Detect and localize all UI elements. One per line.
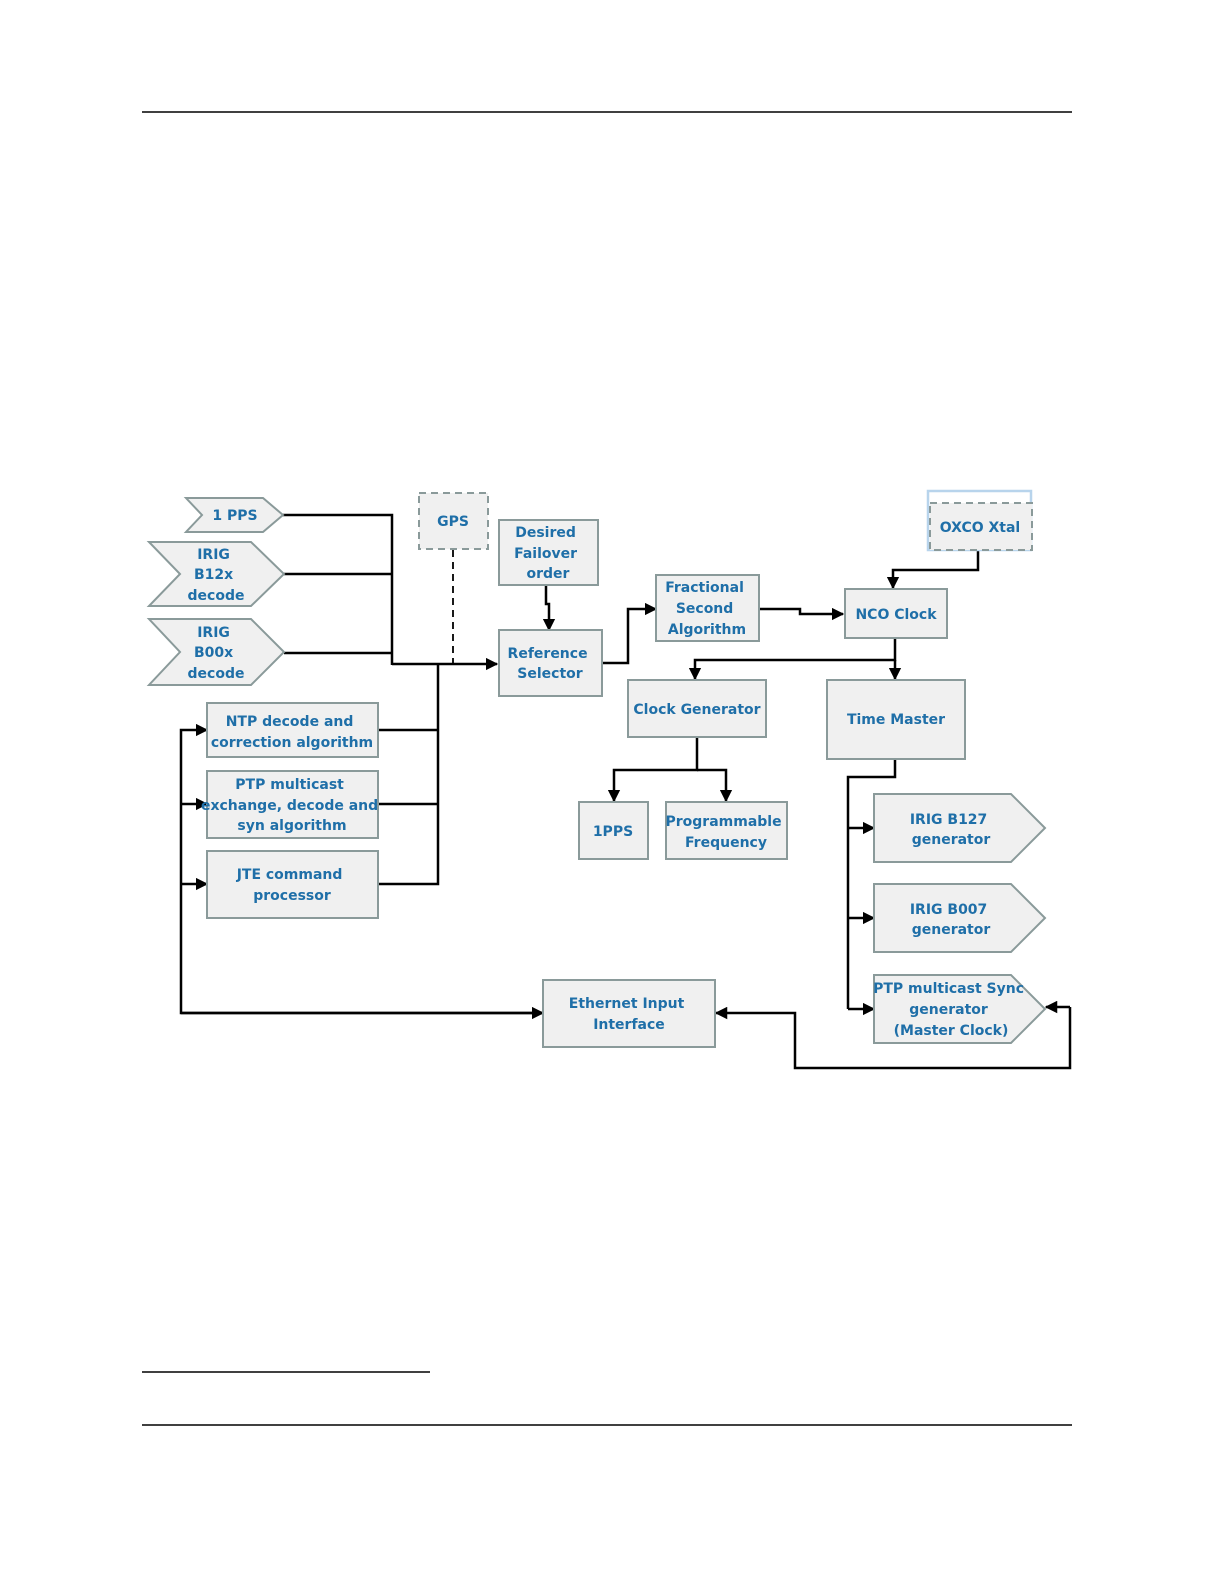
wire-nco-clockgen [688,638,897,681]
programmable-frequency-block: Programmable Frequency [665,801,788,860]
nco-clock-block: NCO Clock [844,588,948,639]
ntp-block: NTP decode and correction algorithm [206,702,379,758]
jte-block: JTE command processor [206,850,379,919]
ntp-label: NTP decode and correction algorithm [211,714,373,751]
ethernet-input-block: Ethernet Input Interface [542,979,716,1048]
reference-selector-block: Reference Selector [498,629,603,697]
wire-clockgen-1pps [607,737,699,803]
clock-generator-block: Clock Generator [627,679,767,738]
fractional-second-label: Fractional Second Algorithm [665,580,749,638]
1pps-output-label: 1PPS [593,824,633,840]
ethernet-input-label: Ethernet Input Interface [569,996,689,1033]
input-irig-b00x: IRIG B00x decode [146,618,286,686]
oxco-label: OXCO Xtal [940,520,1020,536]
oxco-block: OXCO Xtal [926,489,1033,552]
reference-selector-label: Reference Selector [508,646,593,682]
wire-timemaster-bus [846,758,897,1009]
input-1pps: 1 PPS [183,497,285,533]
time-master-label: Time Master [847,712,945,728]
irig-b127-label: IRIG B127 generator [910,812,992,848]
irig-b007-generator: IRIG B007 generator [873,883,1047,953]
irig-b127-generator: IRIG B127 generator [873,793,1047,863]
wire-1pps [282,513,394,665]
wire-oxco-nco [886,550,980,590]
wire-clockgen-progfreq [697,768,733,803]
programmable-frequency-label: Programmable Frequency [666,814,787,851]
failover-block: Desired Failover order [498,519,599,586]
gps-block: GPS [418,492,489,550]
ptp-block: PTP multicast exchange, decode and syn a… [201,770,383,839]
input-irig-b00x-label: IRIG B00x decode [188,625,245,682]
input-1pps-label: 1 PPS [212,508,257,524]
ptp-sync-label: PTP multicast Sync generator (Master Clo… [873,981,1029,1039]
wire-ptpsync-ethernet [714,1006,1072,1070]
time-master-block: Time Master [826,679,966,760]
input-irig-b12x-label: IRIG B12x decode [188,547,245,604]
1pps-output-block: 1PPS [578,801,649,860]
gps-label: GPS [437,514,469,530]
wire-failover [542,585,556,632]
irig-b007-label: IRIG B007 generator [910,902,992,938]
failover-label: Desired Failover order [514,525,582,582]
ptp-sync-generator: PTP multicast Sync generator (Master Clo… [873,974,1047,1044]
wire-selector-fractional [602,602,658,665]
ptp-label: PTP multicast exchange, decode and syn a… [201,777,383,834]
wire-jte [378,664,440,886]
input-irig-b12x: IRIG B12x decode [146,541,286,607]
clock-generator-label: Clock Generator [633,702,760,718]
wire-fractional-nco [759,607,845,621]
fractional-second-block: Fractional Second Algorithm [655,574,760,642]
nco-clock-label: NCO Clock [855,607,937,623]
connectors [179,513,1072,1070]
jte-label: JTE command processor [236,867,348,904]
